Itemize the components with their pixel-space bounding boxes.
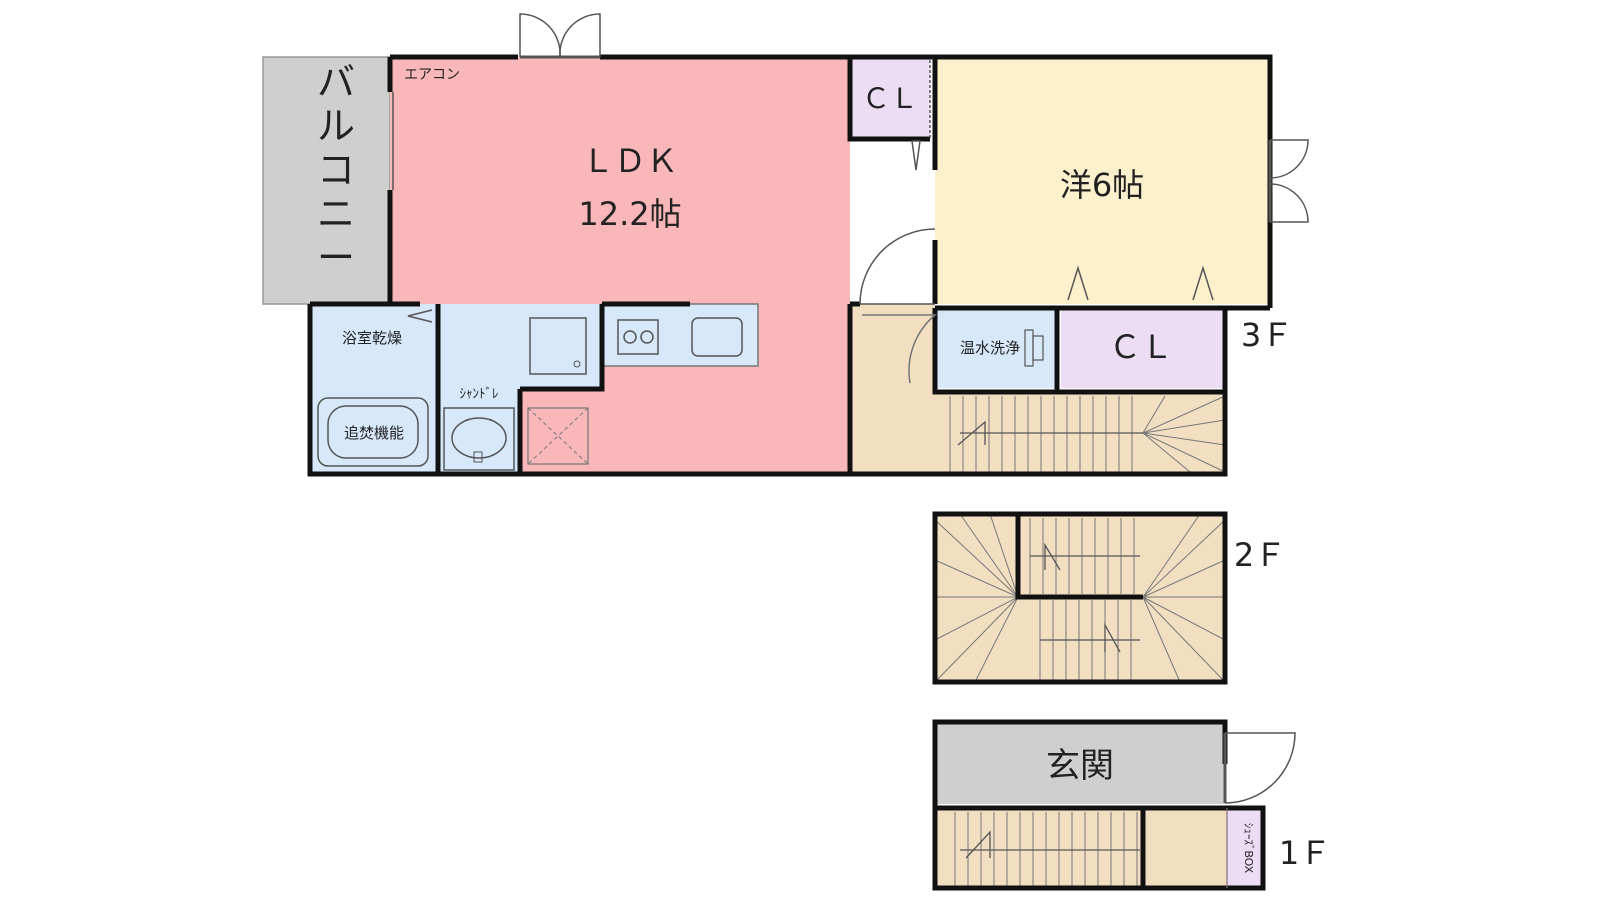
- genkan-area: [935, 722, 1225, 804]
- ldk-area: [390, 57, 850, 304]
- washing-machine: [529, 317, 587, 375]
- aircon-label: エアコン: [404, 67, 460, 83]
- western-room-area: [935, 57, 1270, 304]
- stairs-2f: [934, 513, 1226, 683]
- balcony-area: [262, 56, 391, 305]
- western-room-label: 洋6帖: [1060, 166, 1144, 204]
- floor-2: [932, 511, 1228, 685]
- toilet-area: [935, 308, 1057, 388]
- closet-bottom-area: [1061, 308, 1223, 388]
- bathtub: [317, 397, 429, 467]
- shoebox-area: [1227, 808, 1263, 888]
- balcony-label: バルコニー: [317, 60, 355, 280]
- washroom-area-upper: [520, 304, 602, 389]
- stairs-1f-area: [935, 808, 1227, 888]
- floor-1-label: 1Ｆ: [1279, 834, 1331, 872]
- closet-bottom-label: ＣＬ: [1109, 328, 1173, 366]
- ldk-size-label: 12.2帖: [578, 195, 681, 233]
- genkan-label: 玄関: [1046, 746, 1114, 786]
- reheat-label: 追焚機能: [344, 424, 404, 442]
- bath-dry-label: 浴室乾燥: [342, 329, 402, 347]
- fridge-space: [527, 407, 589, 465]
- balcony-char: ル: [317, 104, 355, 148]
- ldk-label: ＬＤＫ: [582, 142, 678, 180]
- closet-top-area: [850, 57, 930, 139]
- washbasin: [443, 407, 515, 471]
- walls-2f: [932, 511, 1228, 685]
- closet-top-label: ＣＬ: [862, 82, 918, 115]
- floor-3: [262, 13, 1309, 477]
- shampoo-dresser-label: ｼｬﾝﾄﾞﾚ: [460, 387, 499, 402]
- stove: [617, 319, 659, 355]
- walls-3f: [307, 54, 1273, 477]
- balcony-char: コ: [317, 148, 355, 192]
- floor-2-label: 2Ｆ: [1234, 536, 1286, 574]
- sink: [691, 317, 743, 357]
- stair-hall-area: [850, 304, 935, 474]
- doors-3f: [392, 13, 1309, 384]
- floor-3-label: 3Ｆ: [1241, 316, 1293, 354]
- shoebox-label: ｼｭｰｽﾞBOX: [1242, 823, 1255, 874]
- entrance-door: [1223, 732, 1296, 888]
- balcony-char: ニ: [317, 192, 355, 236]
- washroom-area: [438, 304, 520, 474]
- balcony-char: ー: [317, 236, 355, 280]
- stairs-1f: [954, 812, 1140, 886]
- stairs-3f: [949, 395, 1226, 473]
- balcony-char: バ: [317, 60, 355, 104]
- walls-1f: [932, 719, 1266, 891]
- washlet-label: 温水洗浄: [960, 339, 1020, 357]
- floor-1: [932, 719, 1296, 891]
